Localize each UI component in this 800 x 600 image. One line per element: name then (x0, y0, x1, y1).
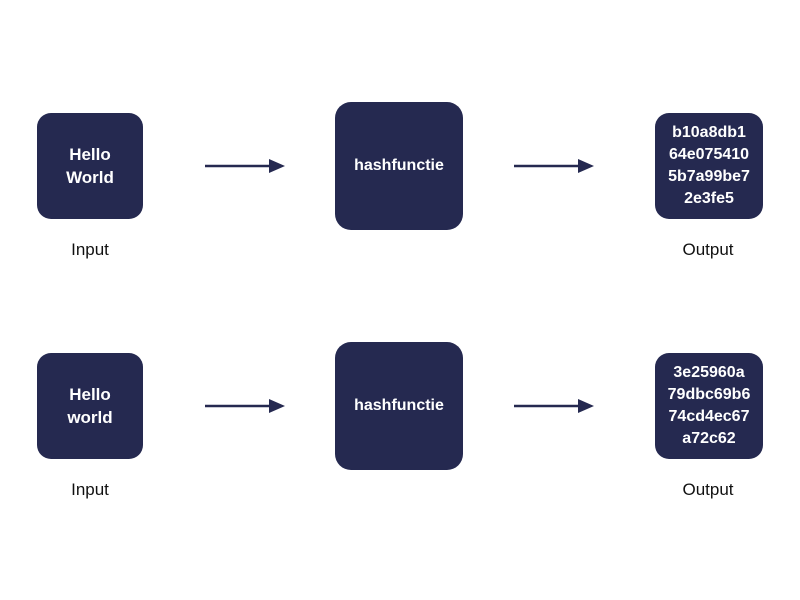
input-text-line: Hello (69, 385, 111, 404)
hash-function-label: hashfunctie (354, 397, 444, 414)
output-hash-line: 64e075410 (668, 146, 750, 163)
output-hash-line: a72c62 (682, 430, 736, 447)
arrow-right-icon (205, 399, 285, 413)
input-box: Hello world (37, 353, 143, 459)
input-box: Hello World (37, 113, 143, 219)
output-hash-line: 5b7a99be7 (668, 168, 750, 185)
output-hash-line: b10a8db1 (672, 124, 746, 141)
hash-function-label: hashfunctie (354, 157, 444, 174)
hash-function-box: hashfunctie (335, 342, 463, 470)
arrow-right-icon (205, 159, 285, 173)
arrow-right-icon (514, 399, 594, 413)
input-text-line: world (67, 408, 113, 427)
arrow-right-icon (514, 159, 594, 173)
input-text-line: World (66, 168, 114, 187)
output-caption: Output (682, 240, 734, 259)
input-caption: Input (71, 240, 109, 259)
input-text-line: Hello (69, 145, 111, 164)
output-hash-line: 79dbc69b6 (667, 386, 751, 403)
output-hash-line: 74cd4ec67 (668, 408, 750, 425)
output-hash-box: 3e25960a 79dbc69b6 74cd4ec67 a72c62 (655, 353, 763, 459)
diagram-row-2: Hello world hashfunctie 3e25960a 79dbc69… (0, 340, 800, 540)
input-caption: Input (71, 480, 109, 499)
diagram-row-1: Hello World hashfunctie b10a8db1 64e0754… (0, 100, 800, 300)
output-hash-line: 2e3fe5 (684, 190, 734, 207)
output-caption: Output (682, 480, 734, 499)
output-hash-box: b10a8db1 64e075410 5b7a99be7 2e3fe5 (655, 113, 763, 219)
hash-function-box: hashfunctie (335, 102, 463, 230)
output-hash-line: 3e25960a (673, 364, 745, 381)
